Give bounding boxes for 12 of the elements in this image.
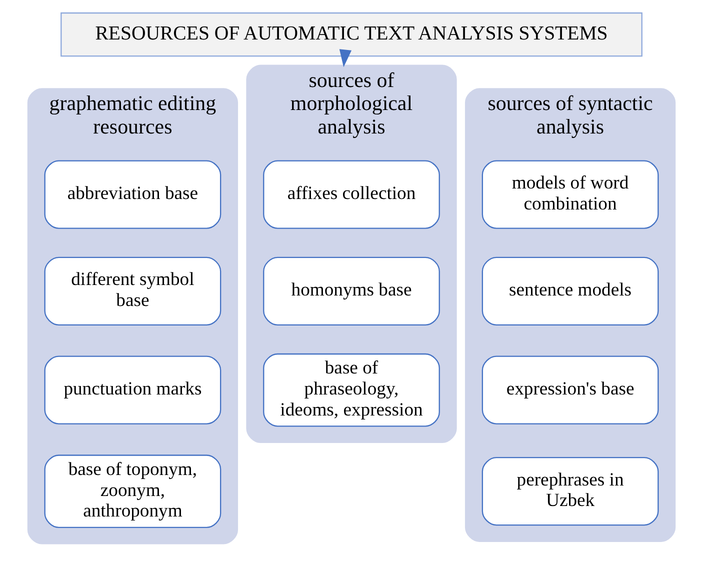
node-box: affixes collection (262, 160, 440, 229)
node-box: sentence models (481, 256, 658, 326)
node-box: perephrases in Uzbek (481, 456, 658, 526)
node-box: models of word combination (481, 160, 658, 229)
node-box: base of phraseology, ideoms, expression (262, 353, 440, 427)
node-box: expression's base (481, 356, 658, 424)
node-box: homonyms base (262, 256, 440, 326)
node-box: base of toponym, zoonym, anthroponym (44, 454, 221, 528)
node-box: different symbol base (44, 256, 221, 326)
node-box: abbreviation base (44, 160, 221, 229)
arrow (338, 49, 352, 68)
node-box: punctuation marks (44, 356, 221, 424)
